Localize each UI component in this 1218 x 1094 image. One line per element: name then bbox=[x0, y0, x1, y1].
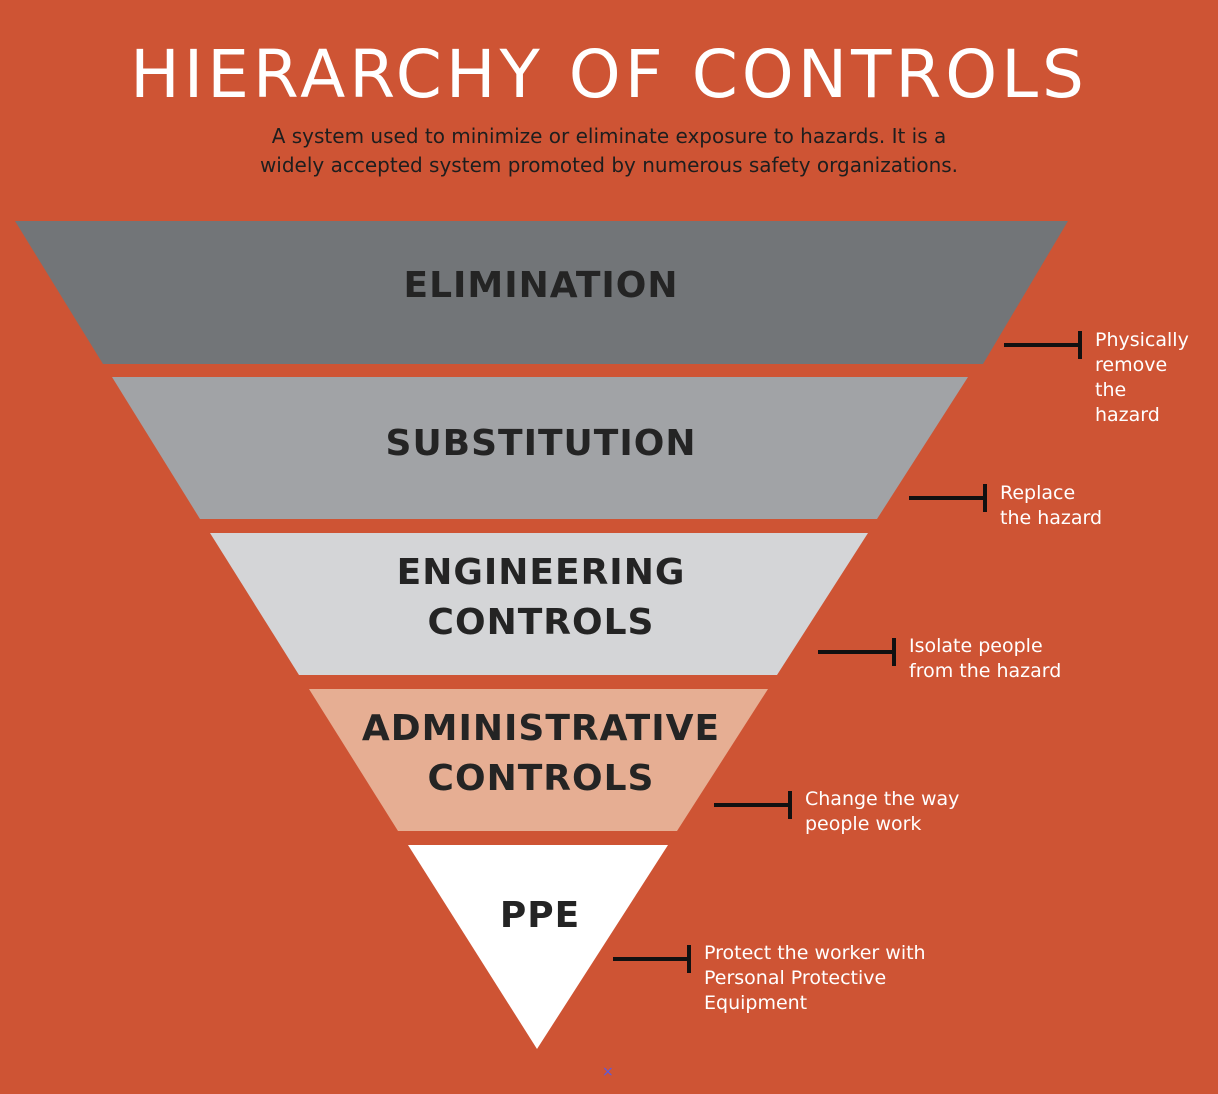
level-label-engineering-controls: ENGINEERING CONTROLS bbox=[291, 548, 791, 648]
subtitle: A system used to minimize or eliminate e… bbox=[200, 122, 1018, 180]
note-substitution: Replace the hazard bbox=[1000, 481, 1180, 531]
bracket-cap bbox=[687, 945, 691, 973]
note-line: the hazard bbox=[1000, 507, 1103, 529]
note-line: Personal Protective bbox=[704, 967, 887, 989]
note-line: Equipment bbox=[704, 992, 808, 1014]
bracket-cap bbox=[892, 638, 896, 666]
level-label-line-1: ELIMINATION bbox=[403, 265, 679, 306]
level-label-substitution: SUBSTITUTION bbox=[291, 419, 791, 469]
level-label-line-1: PPE bbox=[499, 895, 581, 936]
note-line: people work bbox=[805, 813, 922, 835]
note-line: the bbox=[1095, 379, 1127, 401]
administrative-controls-band bbox=[309, 689, 768, 831]
bracket-bar bbox=[613, 957, 687, 961]
bracket-cap bbox=[983, 484, 987, 512]
elimination-band bbox=[15, 221, 1068, 364]
note-line: Physically bbox=[1095, 329, 1189, 351]
level-label-ppe: PPE bbox=[390, 891, 690, 941]
page-title: HIERARCHY OF CONTROLS bbox=[130, 36, 1088, 113]
note-line: remove bbox=[1095, 354, 1168, 376]
note-line: Protect the worker with bbox=[704, 942, 926, 964]
bracket-bar bbox=[818, 650, 892, 654]
note-administrative-controls: Change the way people work bbox=[805, 787, 1005, 837]
note-line: Change the way bbox=[805, 788, 960, 810]
bracket-bar bbox=[909, 496, 983, 500]
close-icon: × bbox=[602, 1064, 614, 1080]
level-label-administrative-controls: ADMINISTRATIVE CONTROLS bbox=[291, 704, 791, 804]
bracket-cap bbox=[788, 791, 792, 819]
level-label-line-1: ADMINISTRATIVE bbox=[361, 708, 721, 749]
subtitle-line-2: widely accepted system promoted by numer… bbox=[259, 153, 959, 177]
note-line: Replace bbox=[1000, 482, 1076, 504]
substitution-band bbox=[112, 377, 968, 519]
level-label-elimination: ELIMINATION bbox=[291, 261, 791, 311]
note-ppe: Protect the worker with Personal Protect… bbox=[704, 941, 984, 1016]
note-line: hazard bbox=[1095, 404, 1160, 426]
subtitle-line-1: A system used to minimize or eliminate e… bbox=[271, 124, 947, 148]
note-elimination: Physically remove the hazard bbox=[1095, 328, 1215, 428]
level-label-line-2: CONTROLS bbox=[427, 602, 655, 643]
bracket-bar bbox=[1004, 343, 1078, 347]
bracket-cap bbox=[1078, 331, 1082, 359]
ppe-band bbox=[408, 845, 668, 1049]
bracket-bar bbox=[714, 803, 788, 807]
engineering-controls-band bbox=[210, 533, 868, 675]
level-label-line-1: SUBSTITUTION bbox=[385, 423, 697, 464]
level-label-line-1: ENGINEERING bbox=[396, 552, 686, 593]
note-line: from the hazard bbox=[909, 660, 1062, 682]
note-engineering-controls: Isolate people from the hazard bbox=[909, 634, 1109, 684]
level-label-line-2: CONTROLS bbox=[427, 758, 655, 799]
note-line: Isolate people bbox=[909, 635, 1043, 657]
